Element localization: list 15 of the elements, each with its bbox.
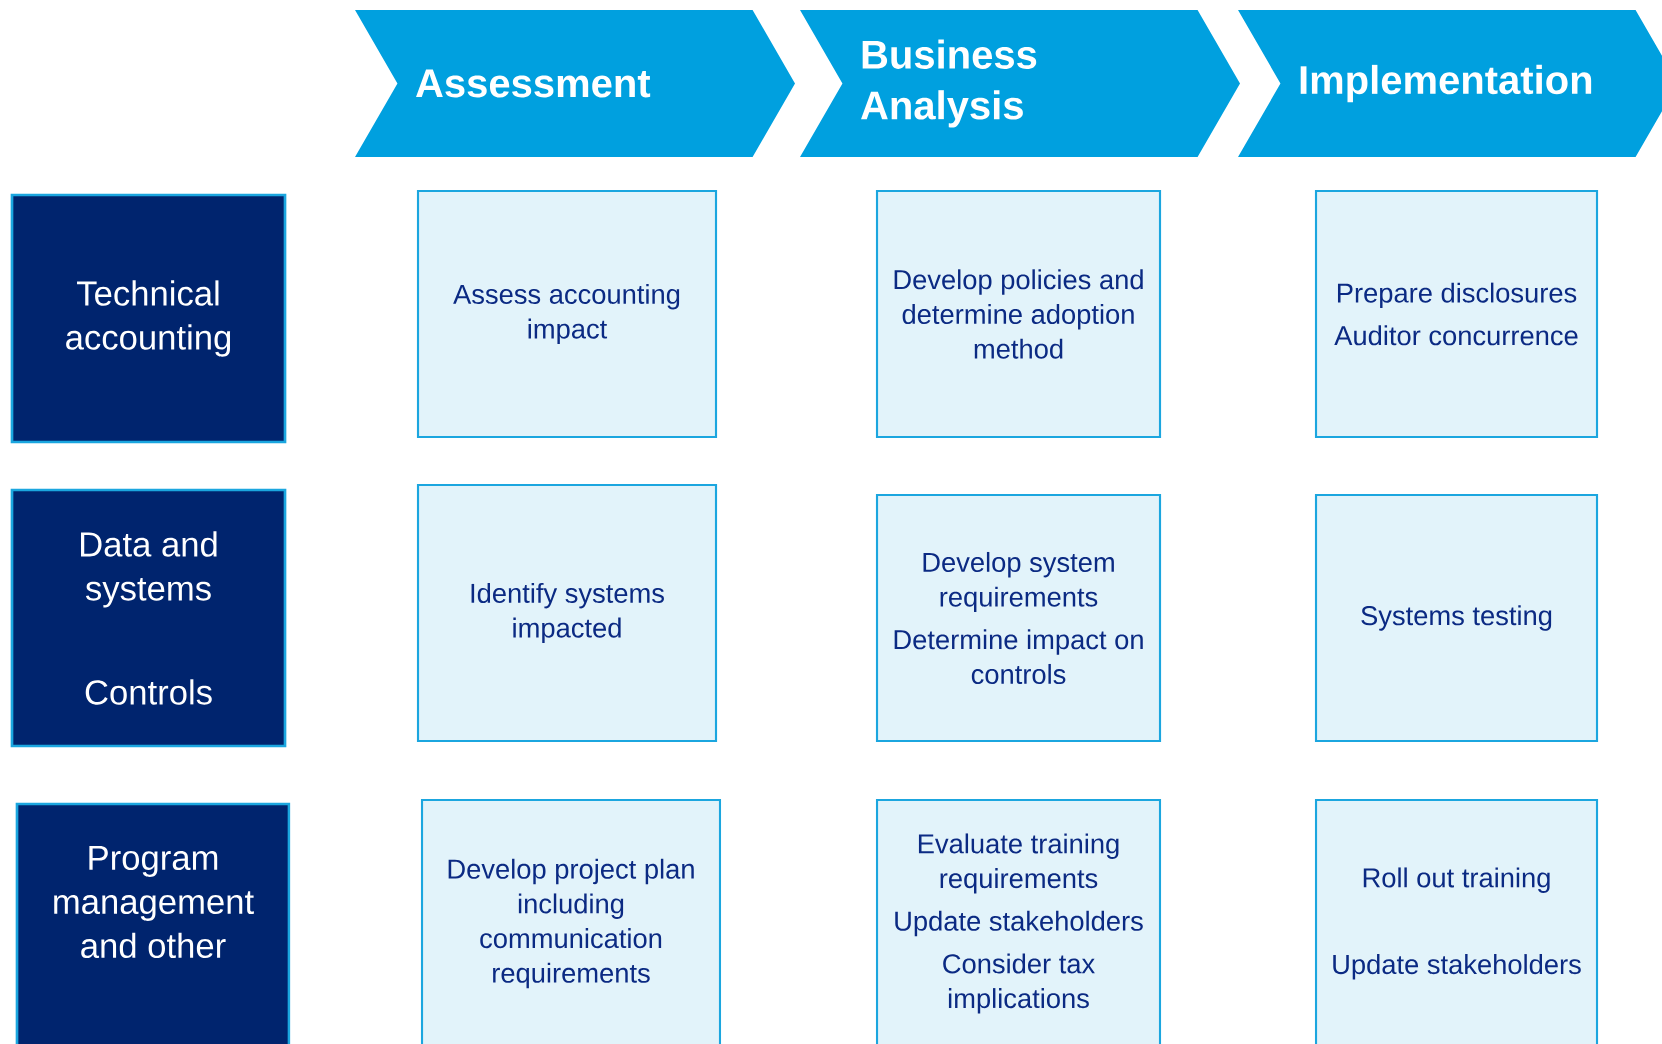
task-box: Develop project plan including communication requirements (420, 798, 722, 1044)
chevron-banner: Business Analysis (800, 10, 1240, 157)
chevron-banner: Implementation (1238, 10, 1662, 157)
task-box: Develop system requirements Determine impact on controls (875, 493, 1162, 743)
task-box: Prepare disclosures Auditor concurrence (1314, 189, 1599, 439)
task-box: Systems testing (1314, 493, 1599, 743)
row-header-box: Data and systems Controls (10, 488, 287, 748)
task-box: Evaluate training requirements Update stakeholders Consider tax implications (875, 798, 1162, 1044)
task-box: Assess accounting impact (416, 189, 718, 439)
task-box: Identify systems impacted (416, 483, 718, 743)
row-header-box: Technical accounting (10, 193, 287, 444)
chevron-banner: Assessment (355, 10, 795, 157)
row-header-box: Program management and other (15, 802, 291, 1044)
task-box: Develop policies and determine adoption method (875, 189, 1162, 439)
task-box: Roll out training Update stakeholders (1314, 798, 1599, 1044)
